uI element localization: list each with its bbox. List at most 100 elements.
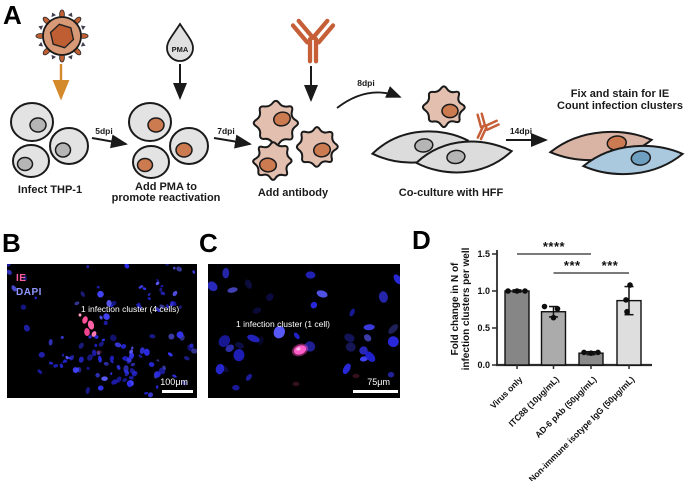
dapi-nucleus [38,351,45,358]
y-tick-label: 1.0 [477,286,490,296]
dapi-nucleus [215,363,225,375]
dapi-nucleus [160,284,164,288]
dapi-nuclei-layer-b [7,264,197,398]
nucleus-gray [16,156,34,172]
dapi-nucleus [244,279,252,289]
light-chain [485,123,500,132]
dapi-nucleus [388,324,399,334]
dapi-nucleus [218,335,231,347]
thp1-cells [10,102,89,178]
stained-fibroblasts [548,130,685,176]
dapi-nucleus [149,334,156,339]
nucleus-orange [258,157,278,173]
dapi-nucleus [106,299,112,307]
dapi-nucleus [147,292,151,297]
scalebar-label-b: 100μm [160,377,188,387]
step-label-coculture: Co-culture with HFF [399,187,504,199]
arrow-5dpi [91,134,128,149]
dapi-nucleus [109,355,115,362]
dapi-nucleus [80,291,85,297]
dapi-nucleus [176,331,184,339]
nucleus-blue [630,150,652,166]
dapi-nucleus [222,267,230,279]
dapi-nucleus [159,367,166,375]
dapi-nucleus [181,380,188,386]
heavy-chain [310,18,330,40]
dapi-nucleus [387,336,399,348]
dapi-nucleus [266,293,274,301]
pma-droplet-icon [166,22,194,62]
dapi-nucleus [183,356,190,361]
dapi-nucleus [78,356,84,363]
reactivated-thp1-cells [128,102,209,179]
virus-spike [38,25,44,31]
dapi-nucleus [176,266,182,272]
dapi-nuclei-layer-c [208,267,400,391]
dapi-nucleus [101,338,105,342]
dapi-nucleus [387,371,395,378]
dapi-nucleus [78,342,84,349]
dapi-nucleus [103,313,110,320]
data-point [554,305,561,312]
virus-icon [35,9,89,63]
dapi-nucleus [110,372,113,376]
y-tick-label: 1.5 [477,249,490,259]
dapi-nucleus [143,348,150,356]
hff-fibroblast [414,140,514,174]
dapi-nucleus [344,333,355,343]
dapi-nucleus [178,305,183,309]
dapi-nucleus [393,274,400,285]
dapi-nucleus [136,303,143,310]
virus-spike [67,54,73,60]
legend-dapi: DAPI [16,287,42,298]
dapi-nucleus [138,285,144,289]
dapi-nucleus [316,290,328,298]
nucleus-orange [441,103,459,119]
dapi-nucleus [172,290,178,297]
ie-positive-cell-highlight [296,347,301,351]
data-point [550,314,557,321]
dapi-nucleus [59,363,64,369]
ie-positive-cell [78,313,82,317]
dapi-nucleus [148,361,155,367]
bar [504,290,530,366]
dapi-nucleus [129,353,135,360]
dapi-nucleus [139,347,145,354]
dapi-nucleus [191,348,197,354]
dapi-nucleus [122,378,128,383]
dapi-nucleus [131,346,134,350]
dapi-nucleus [88,335,92,339]
nucleus-gray [29,117,47,133]
nucleus-gray [54,142,72,158]
arrow-8dpi [336,86,402,109]
dapi-nucleus [98,341,104,347]
dapi-nucleus [235,342,245,349]
dapi-nucleus [349,308,355,317]
annotation-c: 1 infection cluster (1 cell) [236,319,331,329]
panel-label-c: C [199,228,218,258]
light-chain [290,23,310,45]
scalebar-b [162,389,193,393]
dapi-nucleus [34,296,37,300]
dapi-nucleus [98,355,102,363]
dapi-nucleus [148,392,154,398]
timepoint-7dpi: 7dpi [217,126,234,136]
heavy-chain [476,124,485,139]
workflow-diagram: Infect THP-1 5dpi PMA Add PMA to promote… [10,9,685,204]
dapi-nucleus [69,355,75,361]
data-point [541,303,548,310]
dapi-nucleus [305,271,316,279]
data-point [505,288,511,294]
step-label-pma-2: promote reactivation [112,192,221,204]
light-chain [316,23,336,45]
virus-spike [51,12,57,18]
dapi-nucleus [60,335,64,339]
antibody-glyph [290,18,336,64]
virus-spike [67,12,73,18]
panel-label-b: B [2,228,21,258]
dapi-nucleus [156,359,160,362]
ie-positive-cell [91,331,97,337]
step-label-fix-2: Count infection clusters [557,100,683,112]
dapi-nucleus [147,297,152,300]
